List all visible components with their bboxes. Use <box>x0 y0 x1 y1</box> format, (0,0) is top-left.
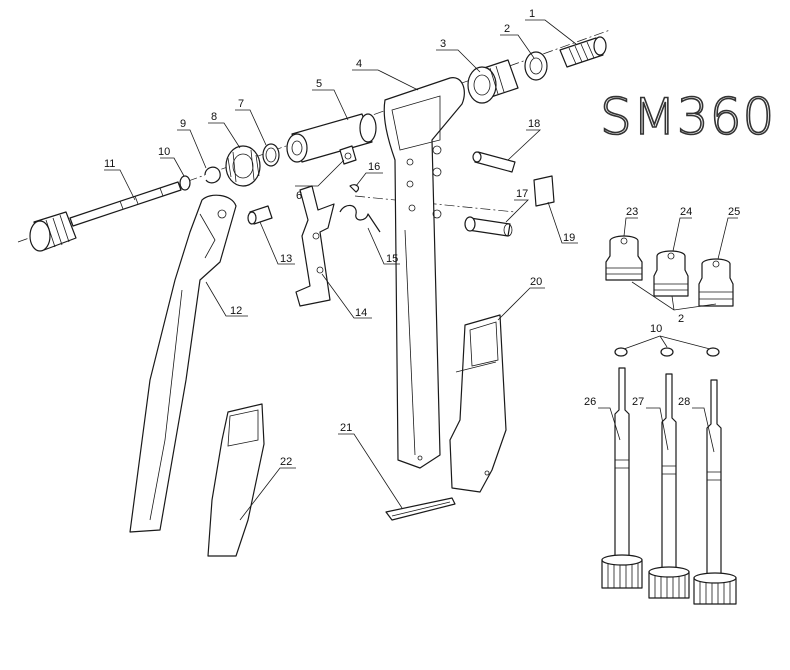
callout-5: 5 <box>316 78 322 90</box>
model-title: SM360 <box>599 87 776 147</box>
callout-7: 7 <box>238 98 244 110</box>
pin-axis-line <box>354 195 516 213</box>
part-15-spring <box>339 204 381 233</box>
callout-15: 15 <box>386 253 398 265</box>
part-21-wire-inner <box>391 501 451 517</box>
part-17-stepped-pin <box>464 216 513 237</box>
part-4-main-body <box>383 77 465 469</box>
callout-24: 24 <box>680 206 692 218</box>
part-14-pawl-plate <box>295 185 335 307</box>
callout-25: 25 <box>728 206 740 218</box>
part-12-movable-handle <box>129 194 237 533</box>
callout-6: 6 <box>296 190 302 202</box>
part-10-o-ring-b <box>660 347 674 357</box>
callout-4: 4 <box>356 58 362 70</box>
callout-23: 23 <box>626 206 638 218</box>
part-20-grip <box>449 314 507 493</box>
leader-lines <box>104 19 738 521</box>
callout-18: 18 <box>528 118 540 130</box>
part-10-o-ring-c <box>706 347 720 357</box>
part-25-head <box>698 258 734 307</box>
part-10-o-ring <box>179 175 191 191</box>
callout-27: 27 <box>632 396 644 408</box>
part-9-snap-ring <box>204 166 221 184</box>
callout-21: 21 <box>340 422 352 434</box>
callout-labels: 1 2 3 4 5 6 7 8 9 10 11 12 13 14 15 16 1… <box>104 8 740 468</box>
part-22-grip <box>207 403 265 557</box>
part-7-o-ring <box>262 143 280 167</box>
part-19-plate <box>533 175 555 207</box>
callout-22: 22 <box>280 456 292 468</box>
part-28-mandrel <box>693 379 737 605</box>
callout-1: 1 <box>529 8 535 20</box>
callout-19: 19 <box>563 232 575 244</box>
callout-10-rings: 10 <box>650 323 662 335</box>
part-8-knurled-nut <box>225 145 261 187</box>
callout-11: 11 <box>104 158 115 170</box>
part-18-straight-pin <box>472 151 516 173</box>
part-14-hole <box>312 232 320 240</box>
part-1-threaded-sleeve <box>559 36 607 68</box>
part-7-o-ring-inner <box>265 147 277 163</box>
callout-2: 2 <box>504 23 510 35</box>
part-16-clip <box>349 184 360 193</box>
part-11-mandrel <box>29 181 182 252</box>
callout-20: 20 <box>530 276 542 288</box>
part-5-piston <box>286 113 377 163</box>
callout-26: 26 <box>584 396 596 408</box>
callout-12: 12 <box>230 305 242 317</box>
callout-2-heads: 2 <box>678 313 684 325</box>
part-27-mandrel <box>648 373 690 599</box>
part-10-o-ring-a <box>614 347 628 357</box>
part-23-head <box>605 235 643 281</box>
part-14-hole-2 <box>316 266 324 274</box>
callout-9: 9 <box>180 118 186 130</box>
callout-8: 8 <box>211 111 217 123</box>
callout-28: 28 <box>678 396 690 408</box>
callout-16: 16 <box>368 161 380 173</box>
part-26-mandrel <box>601 367 643 589</box>
callout-17: 17 <box>516 188 528 200</box>
callout-14: 14 <box>355 307 367 319</box>
part-6-block <box>339 145 357 165</box>
part-24-head <box>653 250 689 297</box>
part-3-threaded-bushing <box>467 59 519 104</box>
callout-3: 3 <box>440 38 446 50</box>
callout-10: 10 <box>158 146 170 158</box>
part-13-pin <box>247 205 273 225</box>
callout-13: 13 <box>280 253 292 265</box>
part-2-nut <box>524 51 548 81</box>
